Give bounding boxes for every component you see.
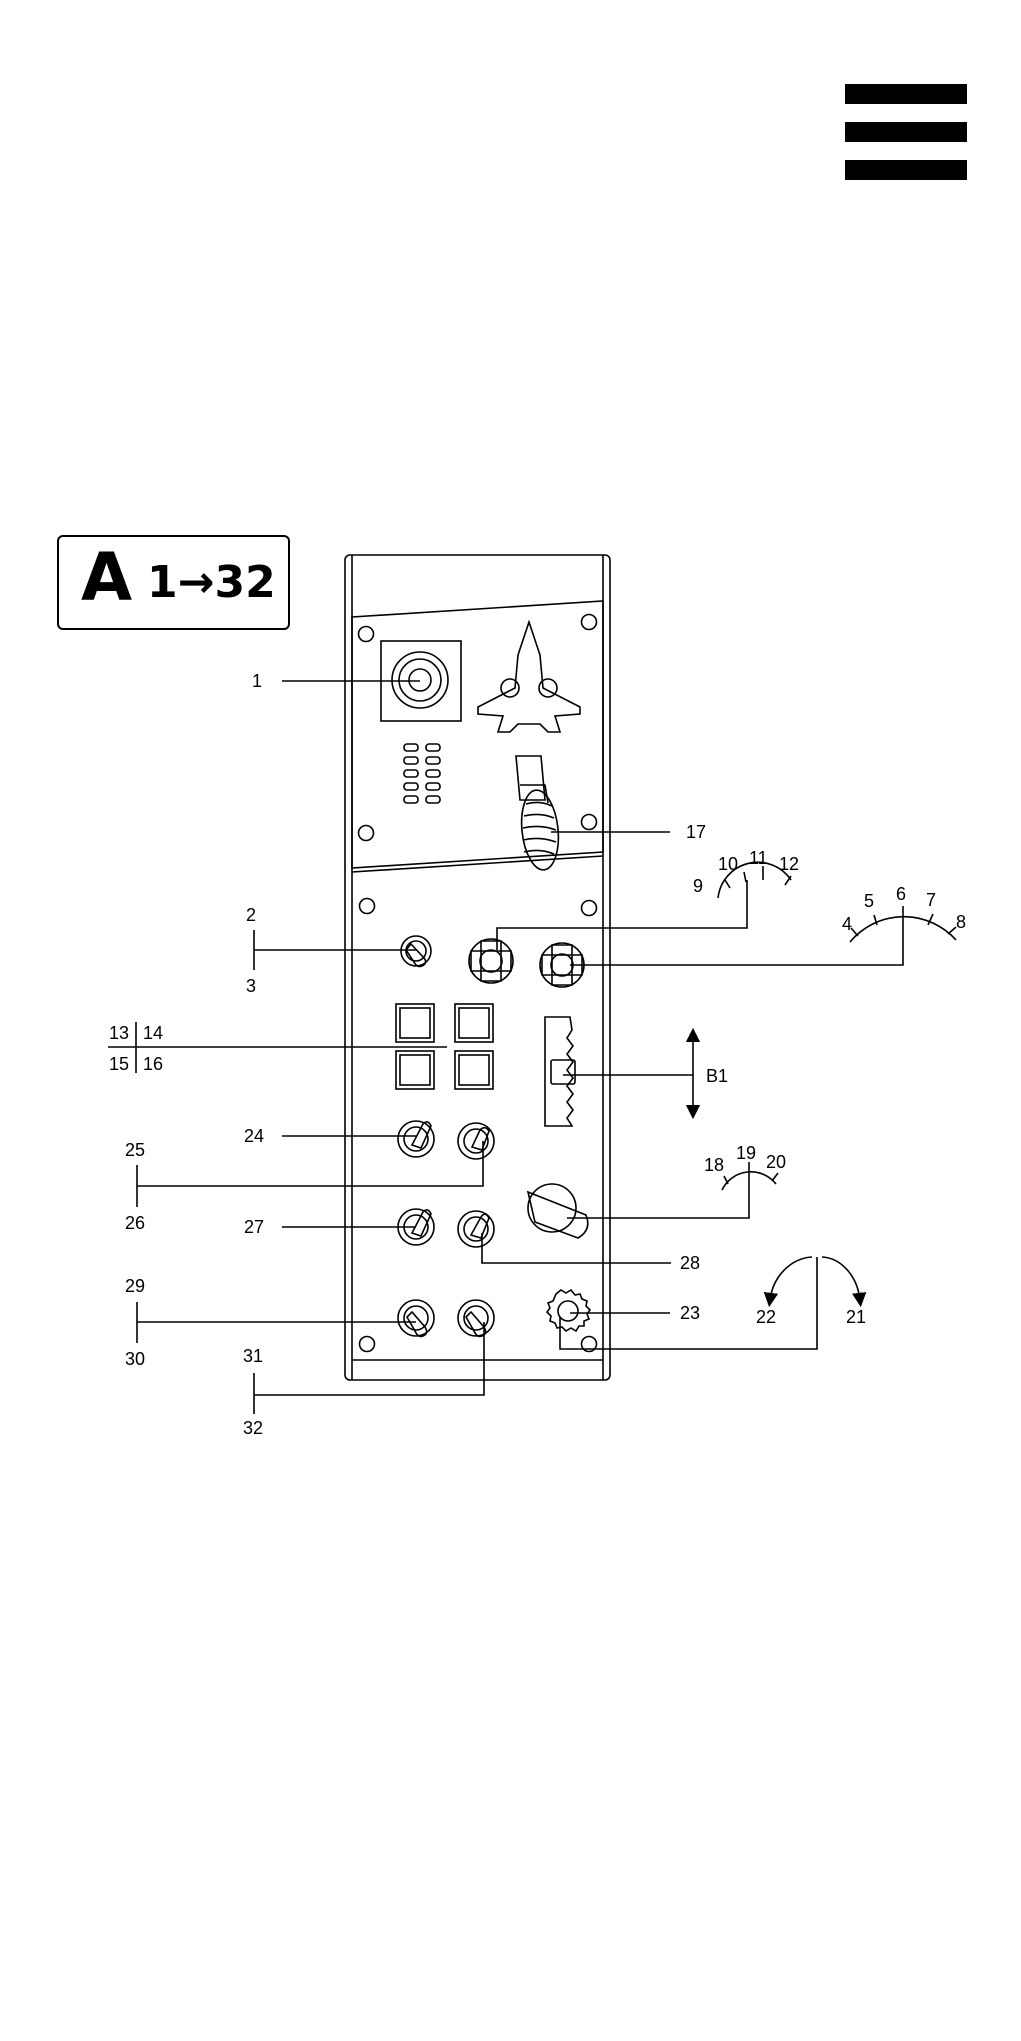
label-6: 6	[896, 884, 906, 904]
label-8: 8	[956, 912, 966, 932]
label-12: 12	[779, 854, 799, 874]
toggle-switch-28	[458, 1211, 494, 1247]
label-13: 13	[109, 1023, 129, 1043]
label-1: 1	[252, 671, 262, 691]
label-24: 24	[244, 1126, 264, 1146]
toggle-switch-2-3	[401, 936, 431, 967]
label-11: 11	[749, 848, 768, 868]
label-17: 17	[686, 822, 706, 842]
label-b1: B1	[706, 1066, 728, 1086]
label-4: 4	[842, 914, 852, 934]
label-27: 27	[244, 1217, 264, 1237]
label-2: 2	[246, 905, 256, 925]
panel-outline	[345, 555, 610, 1380]
label-21: 21	[846, 1307, 866, 1327]
speaker-grille	[404, 744, 440, 803]
label-32: 32	[243, 1418, 263, 1438]
label-7: 7	[926, 890, 936, 910]
label-26: 26	[125, 1213, 145, 1233]
label-20: 20	[766, 1152, 786, 1172]
label-23: 23	[680, 1303, 700, 1323]
knurled-knob-21-23	[547, 1290, 590, 1331]
label-19: 19	[736, 1143, 756, 1163]
label-14: 14	[143, 1023, 163, 1043]
label-3: 3	[246, 976, 256, 996]
label-18: 18	[704, 1155, 724, 1175]
label-31: 31	[243, 1346, 263, 1366]
hat-switch-9-12	[469, 939, 513, 983]
label-5: 5	[864, 891, 874, 911]
thumb-wheel-b1	[545, 1017, 575, 1126]
jet-icon	[478, 622, 580, 732]
label-16: 16	[143, 1054, 163, 1074]
label-22: 22	[756, 1307, 776, 1327]
toggle-switch-29-30	[398, 1300, 434, 1336]
label-30: 30	[125, 1349, 145, 1369]
toggle-switch-24	[398, 1121, 434, 1157]
label-15: 15	[109, 1054, 129, 1074]
label-9: 9	[693, 876, 703, 896]
label-25: 25	[125, 1140, 145, 1160]
toggle-switch-31-32	[458, 1300, 494, 1336]
label-10: 10	[718, 854, 738, 874]
label-29: 29	[125, 1276, 145, 1296]
rotary-knob-18-20	[528, 1184, 588, 1238]
callout-labels: 1 17 2 3 9 10 11 12 4 5 6 7 8 13 14 15 1…	[109, 671, 966, 1438]
toggle-switch-25-26	[458, 1123, 494, 1159]
label-28: 28	[680, 1253, 700, 1273]
